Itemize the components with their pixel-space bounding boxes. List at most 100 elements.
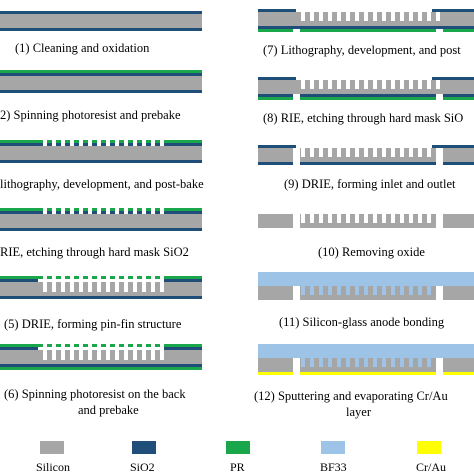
pin-gap (418, 214, 422, 223)
pin-gap (382, 214, 386, 223)
pr-pin-mask (74, 276, 79, 279)
sio2-top (0, 143, 38, 146)
pr-pin-mask (146, 276, 151, 279)
step-8-caption: (8) RIE, etching through hard mask SiO (263, 111, 463, 125)
sio2-top (0, 279, 38, 282)
pin-gap (409, 80, 413, 89)
step-1-wafer (0, 11, 202, 31)
pin-gap (373, 148, 377, 157)
pr-pin-mask (119, 140, 124, 143)
pr-pin-mask (137, 276, 142, 279)
legend: Silicon SiO2 PR BF33 Cr/Au (36, 441, 446, 474)
pin-gap (88, 350, 92, 360)
pin-gap (409, 12, 413, 21)
pr-top (0, 140, 38, 143)
pr-pin-mask (92, 344, 97, 347)
sio2-opening (293, 162, 300, 165)
pin-gap (400, 148, 404, 157)
step-10: (10) Removing oxide (258, 214, 474, 259)
step-1: (1) Cleaning and oxidation (0, 11, 202, 55)
sio2-pin-mask (137, 211, 142, 214)
step-1-caption: (1) Cleaning and oxidation (15, 41, 150, 55)
sio2-pin-mask (110, 143, 115, 146)
sio2-pin-mask (38, 143, 43, 146)
pin-gap (52, 282, 56, 292)
pin-gap (400, 80, 404, 89)
pin-gap (418, 148, 422, 157)
pin-gap (382, 358, 386, 367)
step-5: (5) DRIE, forming pin-fin structure (0, 276, 202, 331)
pr-pin-mask (119, 276, 124, 279)
sio2-pin-mask (128, 211, 133, 214)
pr-top (164, 140, 202, 143)
legend-label-sio2: SiO2 (130, 460, 155, 474)
pr-pin-mask (128, 140, 133, 143)
pin-gap (409, 286, 413, 295)
pin-gap (79, 350, 83, 360)
pr-top (164, 208, 202, 211)
step-9: (9) DRIE, forming inlet and outlet (258, 145, 474, 191)
sio2-pin-mask (92, 211, 97, 214)
sio2-bottom (0, 296, 202, 299)
pin-gap (373, 214, 377, 223)
pr-pin-mask (47, 276, 52, 279)
pin-gap (382, 286, 386, 295)
silicon-layer (0, 14, 202, 28)
pin-gap (52, 350, 56, 360)
pin-gap (319, 286, 323, 295)
pin-gap (310, 12, 314, 21)
pr-pin-mask (110, 140, 115, 143)
pin-gap (106, 350, 110, 360)
pin-gap (355, 358, 359, 367)
pin-gap (409, 358, 413, 367)
pr-pin-mask (137, 344, 142, 347)
sio2-top (164, 143, 202, 146)
pin-gap (355, 286, 359, 295)
sio2-pin-mask (128, 143, 133, 146)
pin-gap (310, 214, 314, 223)
pr-top (164, 276, 202, 279)
pin-gap (328, 80, 332, 89)
legend-item-crau: Cr/Au (416, 441, 446, 474)
pr-pin-mask (101, 140, 106, 143)
pr-pin-mask (137, 140, 142, 143)
pr-pin-mask (38, 276, 43, 279)
pr-pin-mask (146, 344, 151, 347)
pin-gap (97, 350, 101, 360)
sio2-pin-mask (155, 143, 160, 146)
pin-gap (436, 12, 440, 21)
pr-pin-mask (146, 208, 151, 211)
step-8-wafer (258, 77, 474, 100)
inlet-hole (293, 148, 300, 168)
sio2-pin-mask (92, 143, 97, 146)
pin-gap (427, 80, 431, 89)
step-6-caption-line2: and prebake (78, 403, 139, 417)
legend-item-pr: PR (226, 441, 250, 474)
pr-pin-mask (101, 344, 106, 347)
pr-pin-mask (110, 276, 115, 279)
pin-gap (391, 358, 395, 367)
sio2-opening (436, 94, 443, 97)
sio2-pin-mask (119, 211, 124, 214)
step-5-wafer (0, 276, 202, 299)
sio2-pin-mask (101, 143, 106, 146)
pin-gap (391, 12, 395, 21)
pin-gap (319, 80, 323, 89)
pin-gap (79, 282, 83, 292)
step-9-wafer (258, 145, 474, 168)
pin-gap (337, 358, 341, 367)
pin-gap (391, 148, 395, 157)
pin-gap (319, 148, 323, 157)
step-6-wafer (0, 344, 202, 370)
step-7-wafer (258, 9, 474, 32)
sio2-pin-mask (65, 211, 70, 214)
sio2-pin-mask (119, 143, 124, 146)
sio2-top (432, 77, 474, 80)
legend-item-silicon: Silicon (36, 441, 70, 474)
pin-gap (301, 80, 305, 89)
pr-pin-mask (74, 140, 79, 143)
sio2-top (0, 347, 38, 350)
pin-gap (382, 80, 386, 89)
pin-gap (382, 12, 386, 21)
